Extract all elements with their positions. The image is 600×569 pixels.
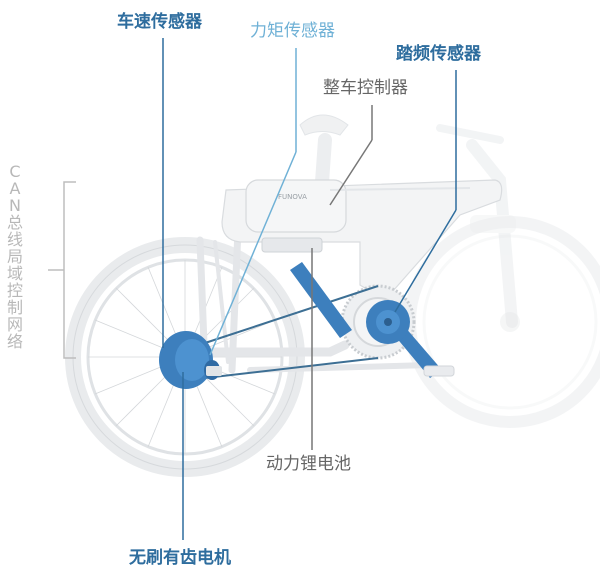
controller-label: 整车控制器 — [323, 78, 408, 98]
frame-logo: FUNOVA — [278, 193, 307, 201]
front-fork — [436, 124, 518, 328]
leader-lines — [162, 38, 457, 540]
motor-label: 无刷有齿电机 — [129, 548, 231, 568]
wheel-speed-sensor-label: 车速传感器 — [117, 12, 202, 32]
hub-motor — [159, 331, 222, 389]
controller-box — [261, 237, 323, 253]
cadence-sensor-label: 踏频传感器 — [396, 44, 481, 64]
battery-label: 动力锂电池 — [266, 454, 351, 474]
can-network-label: CAN总线局域控制网络 — [6, 162, 23, 351]
torque-sensor-label: 力矩传感器 — [250, 21, 335, 41]
can-bracket — [48, 181, 76, 359]
chain — [204, 285, 379, 379]
cadence-sensor — [366, 300, 410, 344]
